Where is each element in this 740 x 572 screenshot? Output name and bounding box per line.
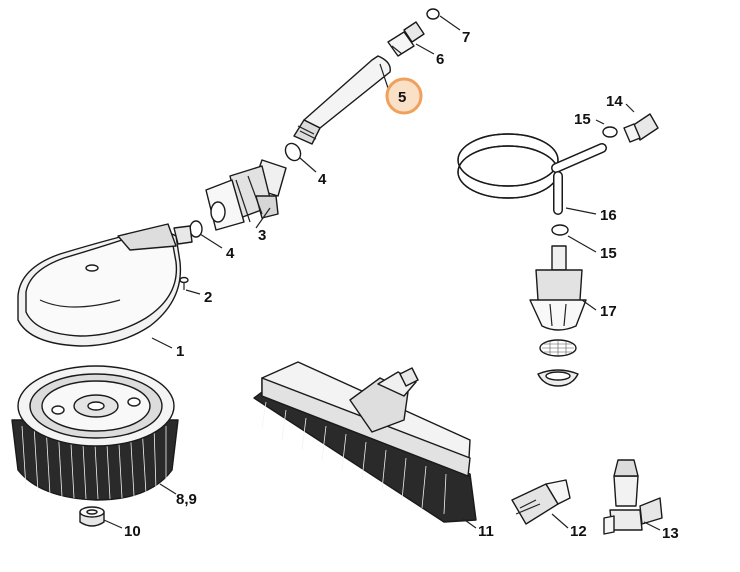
- part-15-hose-clamp-upper[interactable]: [602, 126, 618, 138]
- part-6-nipple[interactable]: [387, 21, 425, 57]
- label-3[interactable]: 3: [258, 227, 266, 244]
- label-15-lower[interactable]: 15: [600, 245, 617, 262]
- part-5-lance-tube[interactable]: [293, 55, 391, 145]
- part-4-o-ring-upper[interactable]: [282, 141, 303, 164]
- label-4-upper[interactable]: 4: [318, 171, 327, 188]
- part-3-swivel-joint[interactable]: [205, 159, 287, 231]
- label-7[interactable]: 7: [462, 29, 470, 46]
- label-13[interactable]: 13: [662, 525, 679, 542]
- label-15-upper[interactable]: 15: [574, 111, 591, 128]
- part-labels: 7 6 5 4 3 4 2 1 8,9 10 11 12 13 14 15 16…: [124, 29, 679, 542]
- label-6[interactable]: 6: [436, 51, 444, 68]
- part-10-spacer[interactable]: [79, 506, 105, 527]
- leader-lines: [103, 15, 661, 531]
- part-16-hose-coil[interactable]: [457, 133, 607, 215]
- part-15-hose-clamp-lower[interactable]: [551, 224, 569, 236]
- part-7-o-ring[interactable]: [426, 8, 440, 20]
- label-14[interactable]: 14: [606, 93, 623, 110]
- label-16[interactable]: 16: [600, 207, 617, 224]
- label-4-lower[interactable]: 4: [226, 245, 235, 262]
- part-14-fitting[interactable]: [623, 113, 659, 143]
- part-8-9-rotating-brush[interactable]: [11, 365, 179, 501]
- label-5[interactable]: 5: [398, 89, 406, 106]
- part-1-brush-housing[interactable]: [17, 223, 193, 347]
- label-10[interactable]: 10: [124, 523, 141, 540]
- label-1[interactable]: 1: [176, 343, 184, 360]
- part-11-washing-brush[interactable]: [253, 361, 477, 523]
- highlight-circle: [385, 77, 423, 115]
- part-2-screw[interactable]: [179, 276, 189, 291]
- label-8-9[interactable]: 8,9: [176, 491, 197, 508]
- label-2[interactable]: 2: [204, 289, 212, 306]
- label-12[interactable]: 12: [570, 523, 587, 540]
- label-11[interactable]: 11: [478, 523, 494, 540]
- part-13-angled-nozzle[interactable]: [603, 459, 663, 535]
- label-17[interactable]: 17: [600, 303, 617, 320]
- part-17-injector[interactable]: [529, 245, 587, 387]
- part-12-nozzle[interactable]: [511, 479, 571, 525]
